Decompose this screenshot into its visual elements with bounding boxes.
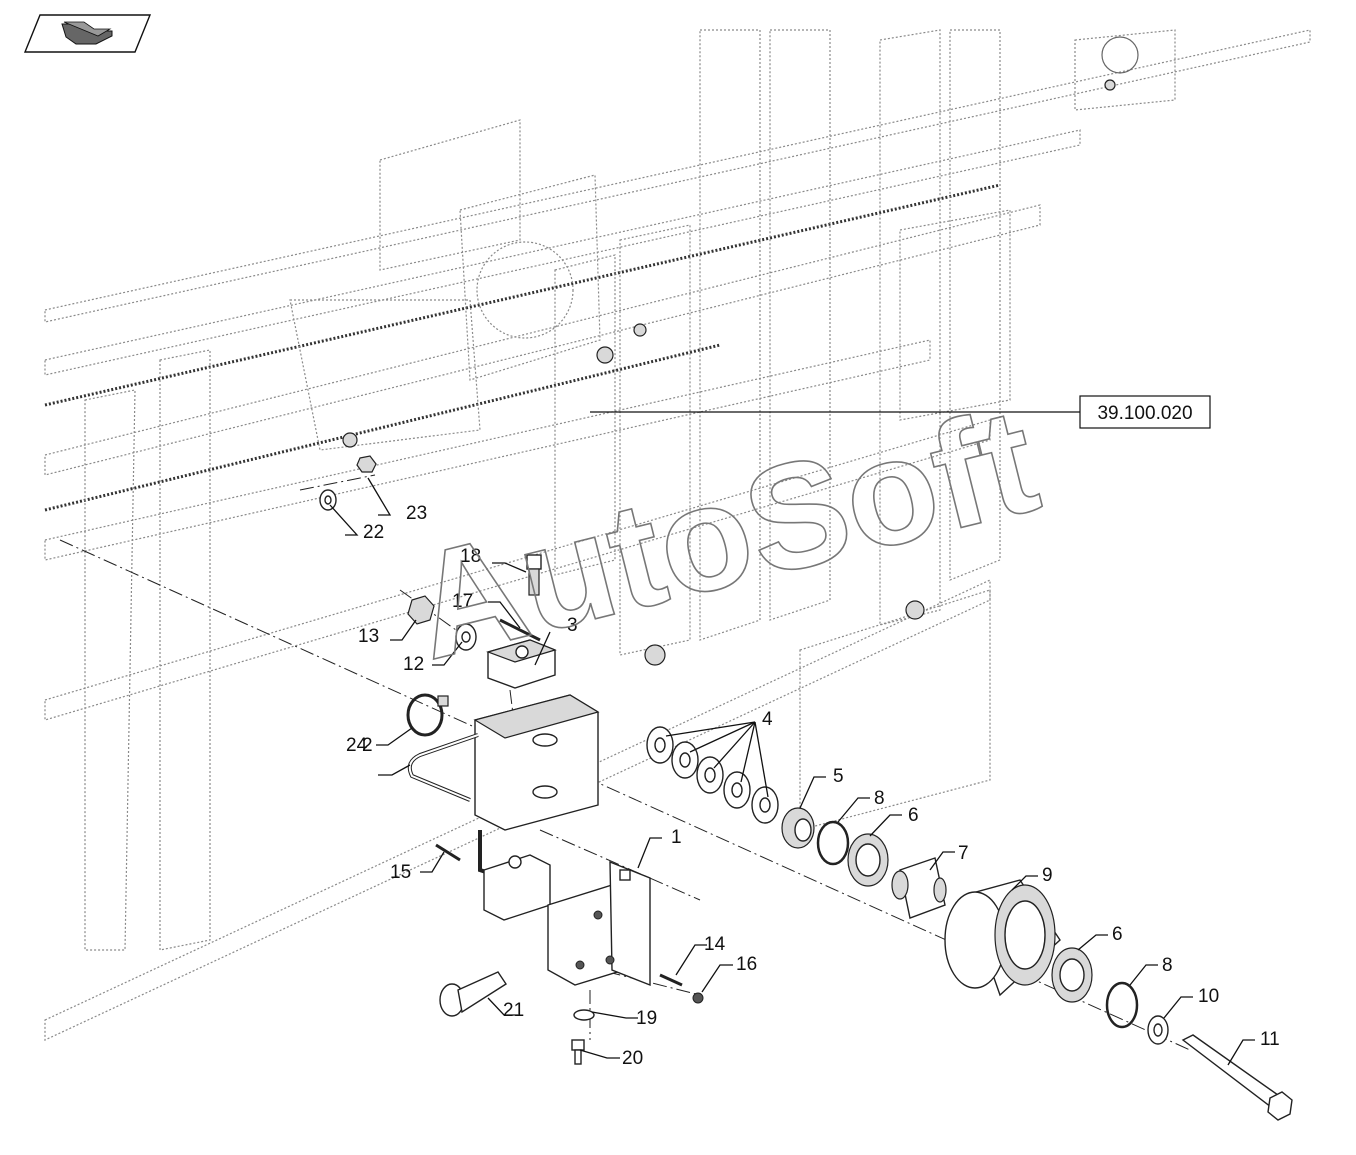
part-23-nut[interactable] bbox=[356, 455, 377, 473]
part-3-block[interactable] bbox=[486, 639, 557, 689]
part-15-pin[interactable] bbox=[435, 843, 461, 862]
callout-8a[interactable]: 8 bbox=[874, 788, 885, 809]
callout-10[interactable]: 10 bbox=[1198, 986, 1219, 1007]
rubber-block[interactable] bbox=[483, 854, 551, 921]
callout-4[interactable]: 4 bbox=[762, 709, 773, 730]
callout-18[interactable]: 18 bbox=[460, 546, 481, 567]
part-8-snap-ring-2[interactable] bbox=[1105, 981, 1139, 1029]
part-6-bearing[interactable] bbox=[847, 833, 889, 887]
part-22-washer[interactable] bbox=[319, 489, 337, 511]
callout-2[interactable]: 2 bbox=[362, 735, 373, 756]
machine-frame-background bbox=[44, 29, 1311, 1041]
callout-8b[interactable]: 8 bbox=[1162, 955, 1173, 976]
callout-20[interactable]: 20 bbox=[622, 1048, 643, 1069]
part-20-bolt[interactable] bbox=[571, 1039, 585, 1065]
part-21-bolt[interactable] bbox=[439, 971, 507, 1017]
callout-5[interactable]: 5 bbox=[833, 766, 844, 787]
part-11-bolt[interactable] bbox=[1181, 1034, 1293, 1121]
back-navigation-button[interactable] bbox=[23, 14, 152, 53]
callout-21[interactable]: 21 bbox=[503, 1000, 524, 1021]
callout-17[interactable]: 17 bbox=[452, 591, 473, 612]
reference-label-box[interactable]: 39.100.020 bbox=[1079, 395, 1211, 429]
part-17-pin[interactable] bbox=[499, 618, 541, 642]
part-10-washer[interactable] bbox=[1147, 1015, 1169, 1045]
callout-1[interactable]: 1 bbox=[671, 827, 682, 848]
part-13-nut[interactable] bbox=[407, 595, 435, 625]
part-24-hose-clamp[interactable] bbox=[406, 693, 449, 737]
part-8-snap-ring[interactable] bbox=[816, 820, 850, 866]
callout-6a[interactable]: 6 bbox=[908, 805, 919, 826]
part-7-shaft[interactable] bbox=[891, 857, 947, 919]
callout-6b[interactable]: 6 bbox=[1112, 924, 1123, 945]
part-16-nut[interactable] bbox=[692, 992, 704, 1004]
part-6-bearing-2[interactable] bbox=[1051, 947, 1093, 1003]
part-1-mounting-bracket[interactable] bbox=[547, 860, 651, 987]
part-14-pin[interactable] bbox=[659, 973, 683, 987]
callout-24[interactable]: 24 bbox=[346, 735, 368, 756]
callout-3[interactable]: 3 bbox=[567, 615, 578, 636]
callout-7[interactable]: 7 bbox=[958, 843, 969, 864]
callout-16[interactable]: 16 bbox=[736, 954, 757, 975]
part-19-washer[interactable] bbox=[573, 1009, 595, 1021]
callout-15[interactable]: 15 bbox=[390, 862, 411, 883]
back-to-index-arrow-icon bbox=[61, 21, 113, 45]
part-9-roller[interactable] bbox=[944, 879, 1061, 997]
callout-19[interactable]: 19 bbox=[636, 1008, 657, 1029]
reference-label: 39.100.020 bbox=[1097, 403, 1192, 424]
part-5-bushing[interactable] bbox=[781, 807, 815, 849]
callout-13[interactable]: 13 bbox=[358, 626, 379, 647]
callout-9[interactable]: 9 bbox=[1042, 865, 1053, 886]
callout-12[interactable]: 12 bbox=[403, 654, 424, 675]
callout-11[interactable]: 11 bbox=[1260, 1029, 1280, 1050]
callout-22[interactable]: 22 bbox=[363, 522, 384, 543]
callout-numbers: 1 2 3 4 5 6 6 7 8 8 9 10 11 12 13 14 15 … bbox=[346, 503, 1280, 1069]
callout-23[interactable]: 23 bbox=[406, 503, 427, 524]
callout-14[interactable]: 14 bbox=[704, 934, 726, 955]
part-18-bolt[interactable] bbox=[526, 554, 542, 596]
watermark-text: AutoSoft bbox=[397, 375, 1052, 691]
callout-leaders bbox=[329, 477, 1255, 1066]
part-2-bracket-handle[interactable] bbox=[407, 694, 600, 882]
